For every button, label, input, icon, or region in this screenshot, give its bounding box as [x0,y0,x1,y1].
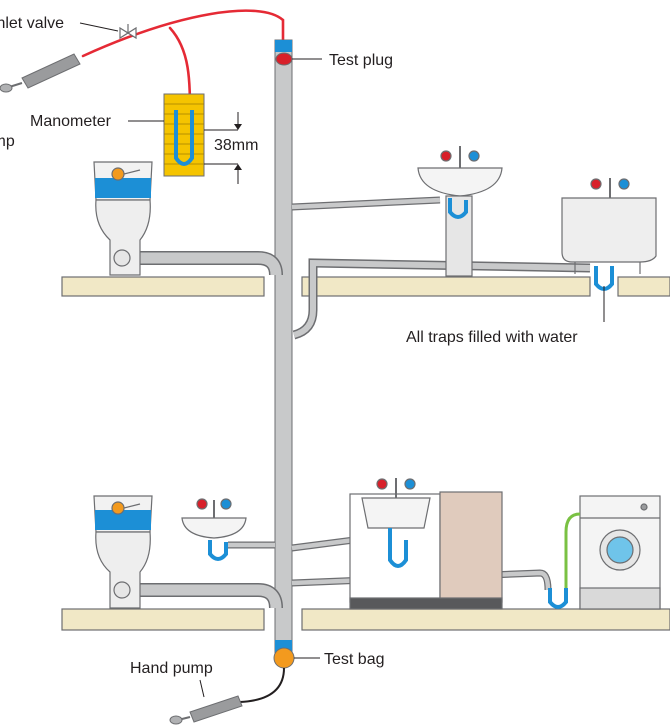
lower-floor-right [301,608,670,631]
label-test-plug: Test plug [329,52,393,69]
label-inlet-valve: Inlet valve [0,15,64,32]
lower-toilet [93,495,153,609]
labels: Inlet valve Hand pump Manometer 38mm Tes… [0,15,578,677]
lower-hand-pump-icon [169,695,243,725]
sink-unit [349,478,503,610]
upper-floor-right [617,276,670,297]
upper-basin [417,146,503,277]
test-plug-icon [275,52,322,66]
label-top-hand-pump: Hand pump [0,133,15,150]
washing-machine [548,495,661,610]
label-hand-pump: Hand pump [130,660,213,677]
test-bag-icon [239,647,320,703]
upper-floor-left [61,276,265,297]
leader-lines [79,22,605,698]
valve-icon [119,24,137,40]
manometer [163,93,242,184]
label-reading: 38mm [214,137,258,154]
lower-floor-left [61,608,265,631]
upper-floor-middle [301,276,591,297]
soil-stack [274,39,293,663]
label-test-bag: Test bag [324,651,384,668]
bath [561,178,657,291]
top-hand-pump-icon [0,53,81,93]
lower-basin [181,498,247,561]
label-traps: All traps filled with water [406,329,578,346]
upper-toilet [93,161,153,276]
label-manometer: Manometer [30,113,112,130]
